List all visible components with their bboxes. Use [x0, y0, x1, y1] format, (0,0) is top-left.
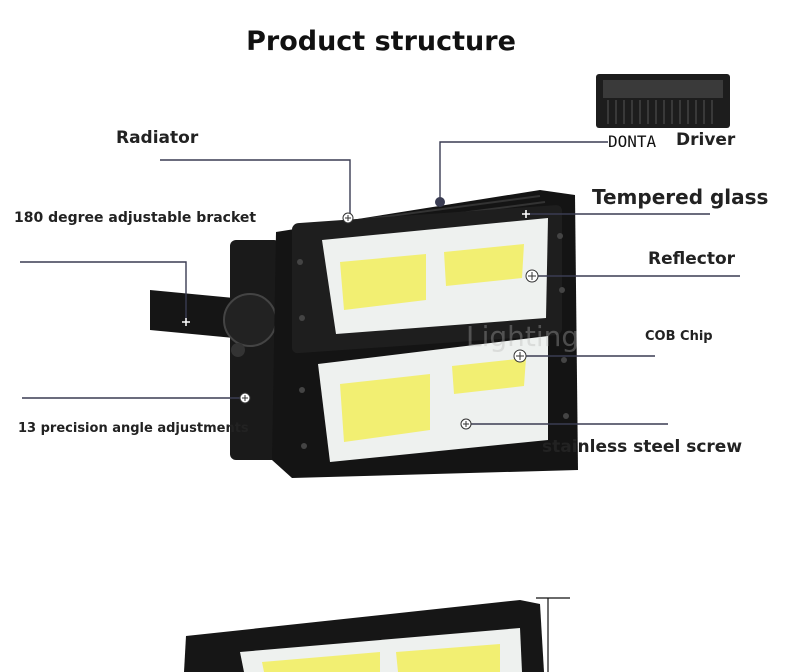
label-driver: Driver [676, 130, 736, 150]
label-reflector: Reflector [648, 249, 736, 269]
bracket-image [150, 240, 280, 460]
dot-marker-icon [435, 197, 445, 207]
plus-marker-icon [182, 318, 190, 326]
label-bracket: 180 degree adjustable bracket [14, 210, 257, 226]
watermark-text: Lighting [466, 320, 580, 353]
label-radiator: Radiator [116, 128, 199, 148]
plus-marker-icon [239, 392, 251, 404]
markers [182, 197, 539, 430]
plus-marker-icon [522, 210, 530, 218]
floodlight-image-secondary [184, 597, 570, 672]
driver-brand-text: DONTA [608, 132, 657, 151]
plus-marker-icon [460, 418, 472, 430]
floodlight-image [272, 190, 578, 478]
plus-marker-icon [525, 269, 539, 283]
label-tempered-glass: Tempered glass [592, 185, 769, 209]
label-stainless-screw: stainless steel screw [542, 437, 743, 457]
label-cob-chip: COB Chip [645, 329, 713, 344]
page-title: Product structure [246, 26, 516, 57]
leader-lines [20, 141, 740, 425]
plus-marker-icon [342, 212, 354, 224]
plus-marker-icon [513, 349, 527, 363]
driver-box-image [596, 74, 730, 128]
label-angle-adjustments: 13 precision angle adjustments [18, 421, 249, 436]
